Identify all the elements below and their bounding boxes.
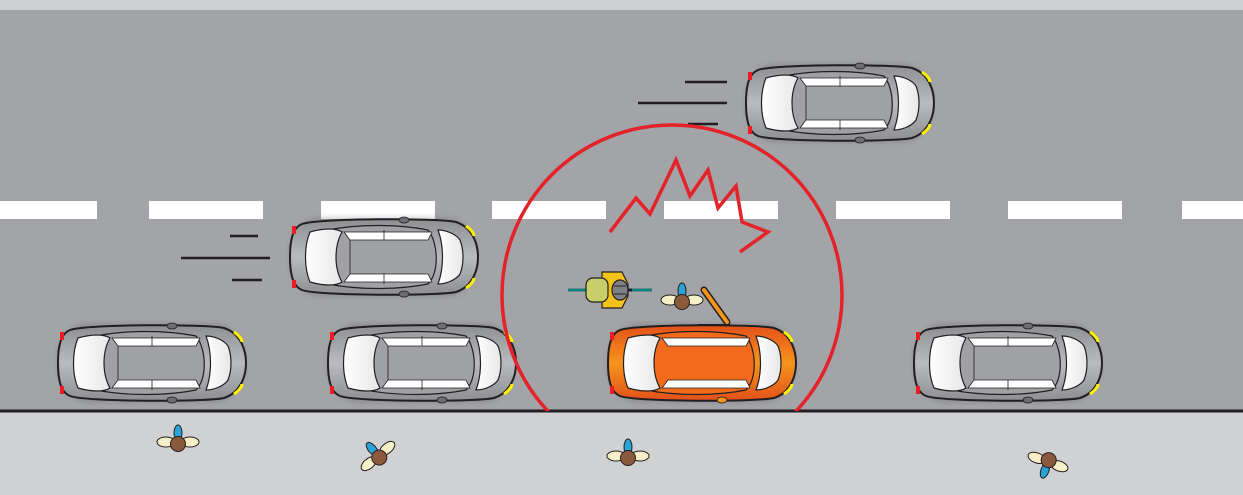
lane-dash (492, 201, 606, 219)
car-icon (608, 324, 796, 403)
road-top-edge (0, 0, 1243, 10)
car-icon (290, 217, 478, 297)
lane-dash (0, 201, 97, 219)
lane-dash (836, 201, 950, 219)
lane-dash (1182, 201, 1243, 219)
lane-dash (149, 201, 263, 219)
lane-dash (321, 201, 435, 219)
car-icon (746, 63, 934, 143)
lane-dash (1008, 201, 1122, 219)
car-icon (914, 323, 1102, 403)
car-icon (58, 323, 246, 403)
car-icon (328, 323, 516, 403)
